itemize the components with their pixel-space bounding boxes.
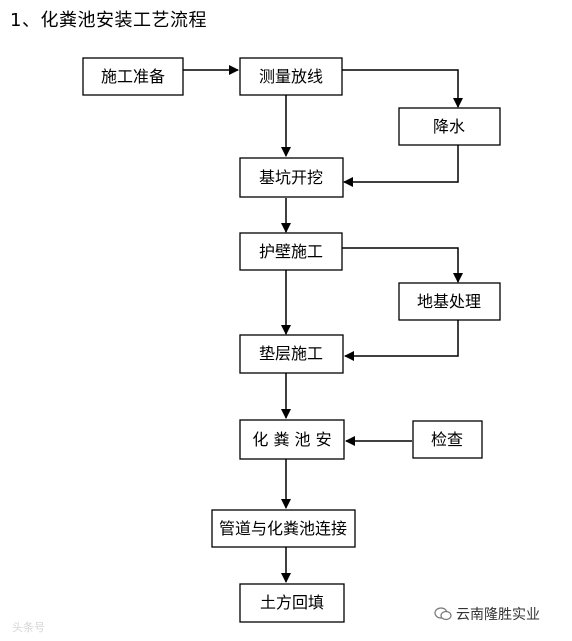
watermark-right-text: 云南隆胜实业 bbox=[456, 607, 540, 623]
node-cushion-label: 垫层施工 bbox=[259, 344, 323, 363]
arrow-retaining-to-foundation bbox=[342, 247, 463, 283]
node-cushion: 垫层施工 bbox=[239, 334, 344, 374]
node-pipe-label: 管道与化粪池连接 bbox=[219, 519, 347, 538]
node-install: 化 粪 池 安 bbox=[239, 419, 345, 460]
watermark-left: 头条号 bbox=[12, 619, 45, 635]
node-dewater-label: 降水 bbox=[433, 117, 465, 136]
node-retaining: 护壁施工 bbox=[239, 232, 343, 271]
arrow-dewater-to-excavate bbox=[343, 144, 459, 187]
flow-arrows bbox=[183, 65, 463, 583]
node-survey-label: 测量放线 bbox=[259, 67, 323, 86]
node-survey: 测量放线 bbox=[239, 57, 343, 96]
node-excavate-label: 基坑开挖 bbox=[259, 168, 323, 187]
page-title: 1、化粪池安装工艺流程 bbox=[10, 10, 207, 31]
chat-bubble-icon bbox=[434, 607, 452, 621]
node-inspect-label: 检查 bbox=[431, 430, 463, 449]
arrow-survey-to-dewater bbox=[342, 69, 463, 108]
node-backfill: 土方回填 bbox=[239, 583, 345, 623]
node-prep-label: 施工准备 bbox=[101, 67, 165, 86]
node-foundation-label: 地基处理 bbox=[417, 292, 481, 311]
node-excavate: 基坑开挖 bbox=[239, 157, 344, 198]
node-inspect: 检查 bbox=[412, 420, 483, 459]
watermark-right: 云南隆胜实业 bbox=[434, 604, 540, 624]
node-pipe: 管道与化粪池连接 bbox=[211, 509, 356, 548]
node-install-label: 化 粪 池 安 bbox=[252, 430, 331, 449]
node-dewater: 降水 bbox=[398, 107, 501, 146]
node-foundation: 地基处理 bbox=[398, 282, 501, 321]
node-backfill-label: 土方回填 bbox=[260, 593, 324, 612]
node-retaining-label: 护壁施工 bbox=[259, 242, 323, 261]
arrow-foundation-to-cushion bbox=[344, 320, 459, 361]
watermark-left-text: 头条号 bbox=[12, 621, 45, 634]
node-prep: 施工准备 bbox=[82, 57, 184, 96]
